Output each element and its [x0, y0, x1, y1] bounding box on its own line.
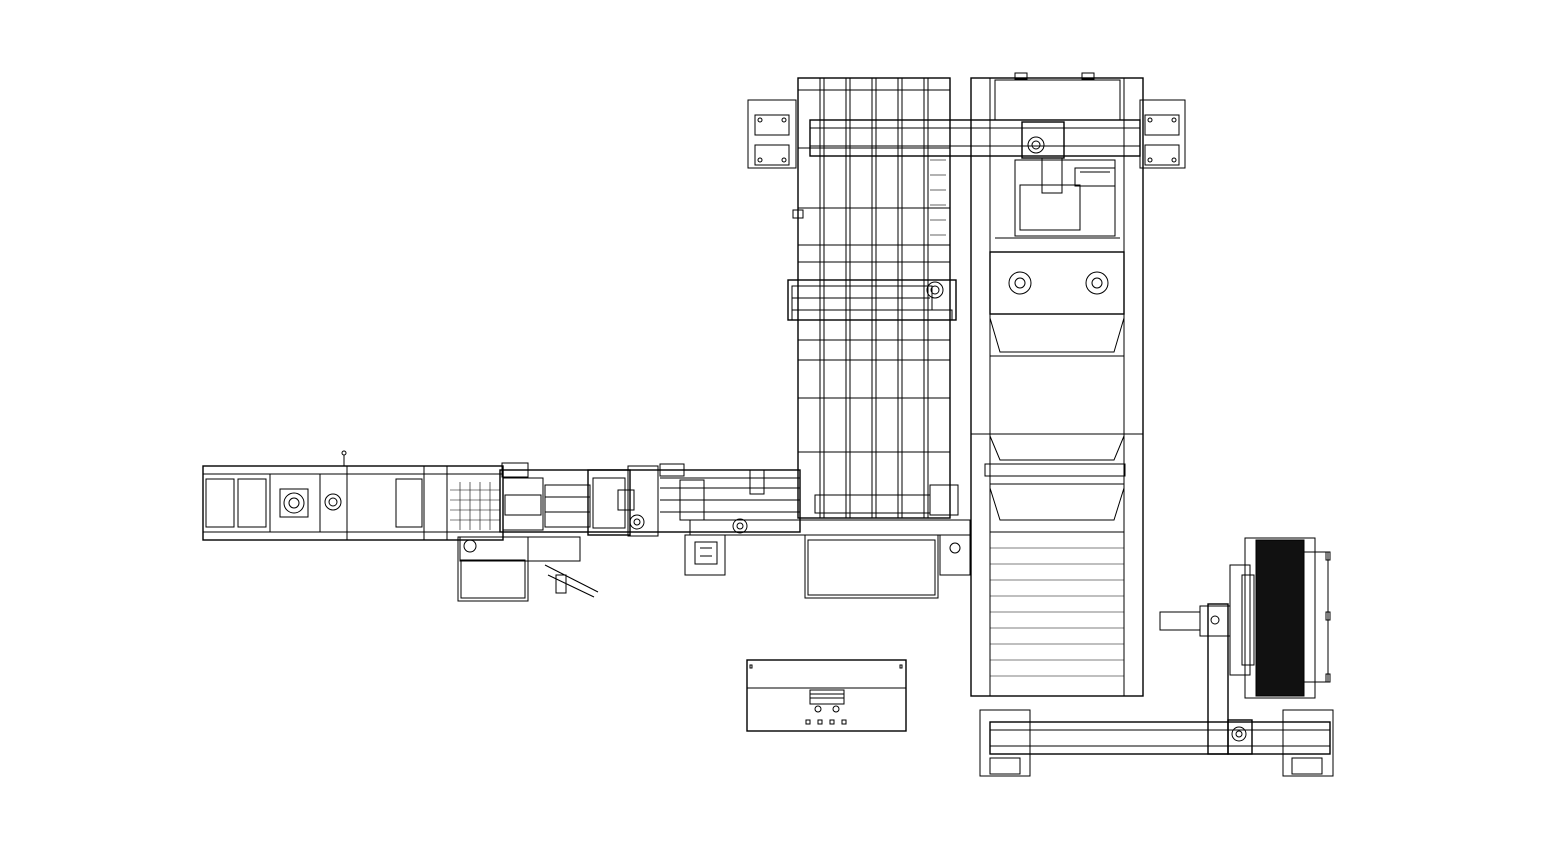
arm-motor-icon	[1231, 726, 1247, 742]
outfeed-conveyor	[970, 72, 1144, 697]
drive-pulley-icon	[283, 492, 305, 514]
fan-right-icon	[1085, 271, 1109, 295]
material-stack-block	[1255, 539, 1305, 697]
robot-arm-assembly	[979, 564, 1334, 777]
gantry-robot	[747, 99, 1186, 194]
roller-icon	[324, 493, 342, 511]
fan-left-icon	[1008, 271, 1032, 295]
gantry-motor-icon	[1027, 136, 1045, 154]
carriage-motor-icon	[926, 281, 944, 299]
transfer-station	[499, 462, 971, 599]
buffer-rack	[787, 77, 959, 519]
motor-icon	[629, 514, 645, 530]
material-stack	[1244, 537, 1331, 699]
infeed-conveyor	[202, 450, 599, 602]
control-cabinet	[746, 659, 907, 732]
